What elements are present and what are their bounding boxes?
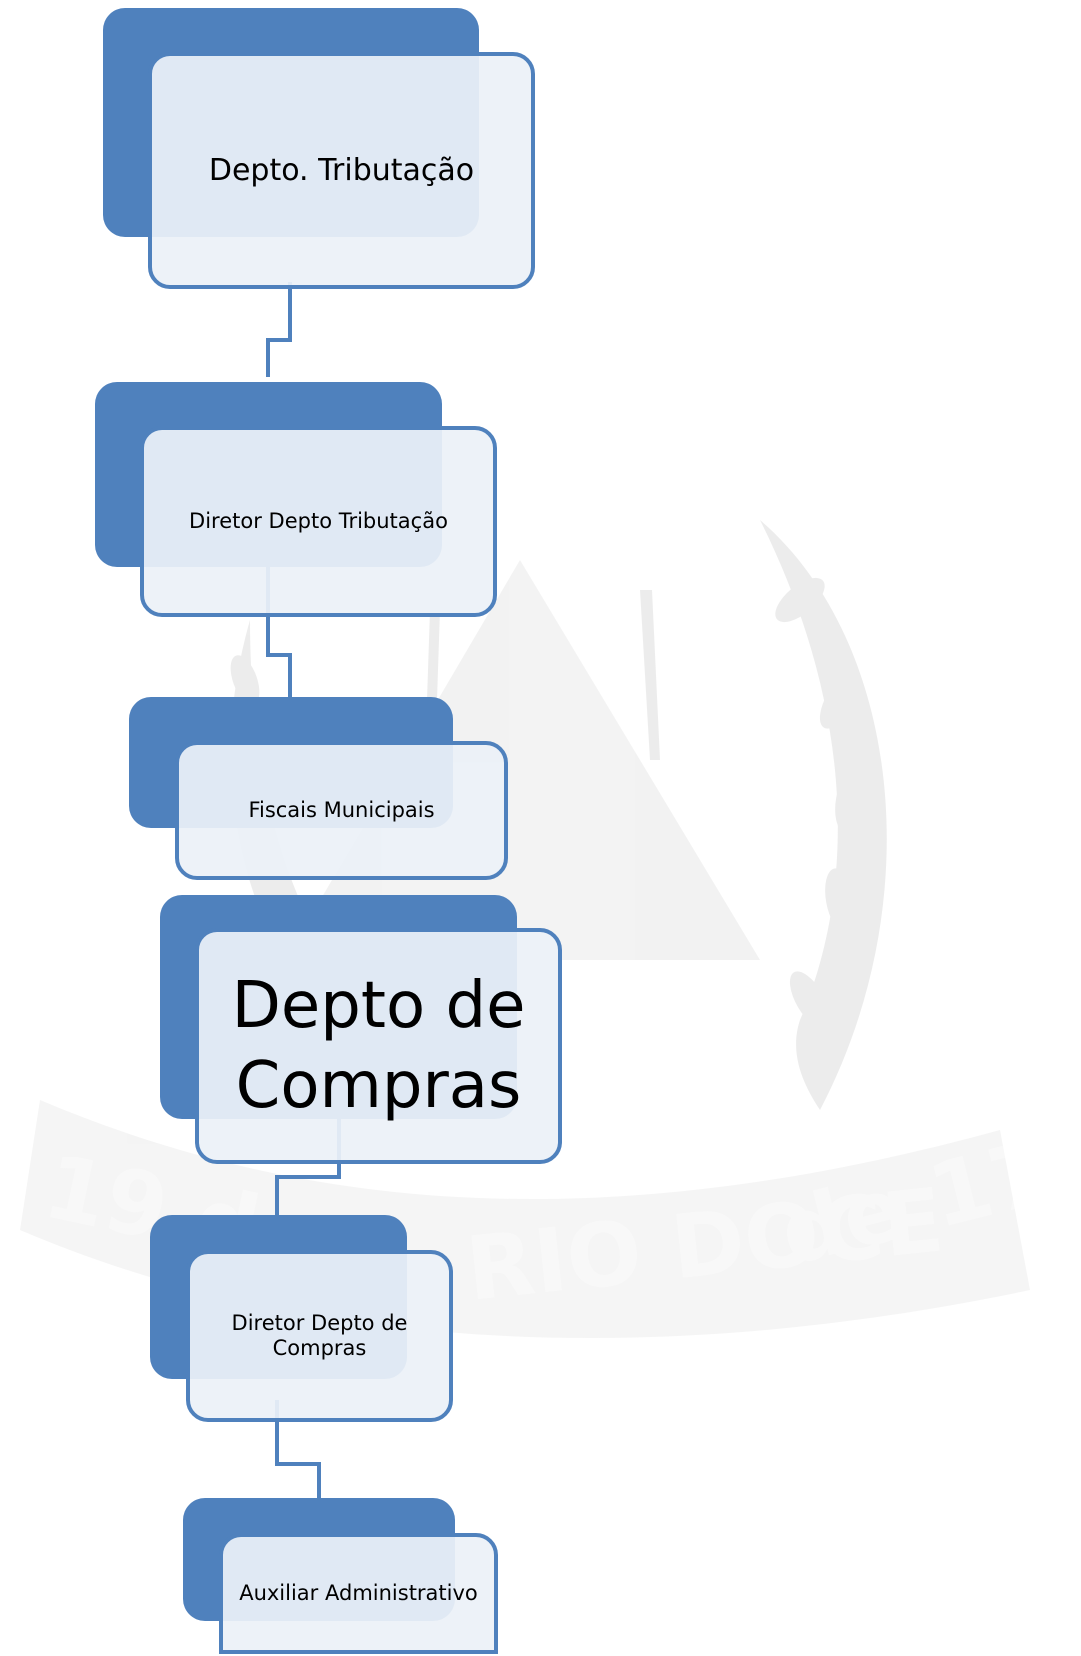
connector-1 [266,282,292,377]
node-auxiliar-administrativo-box: Auxiliar Administrativo [219,1533,498,1654]
node-diretor-depto-tributacao-box: Diretor Depto Tributação [140,426,497,617]
node-auxiliar-administrativo-label: Auxiliar Administrativo [239,1580,478,1605]
node-depto-de-compras-label: Depto de Compras [231,969,526,1123]
node-depto-tributacao-box: Depto. Tributação [148,52,535,289]
node-fiscais-municipais-box: Fiscais Municipais [175,741,508,880]
node-diretor-depto-tributacao-label: Diretor Depto Tributação [189,508,448,533]
node-depto-tributacao-label: Depto. Tributação [208,152,475,188]
node-diretor-depto-de-compras-box: Diretor Depto de Compras [186,1250,453,1422]
connector-4 [275,1400,321,1498]
node-depto-de-compras-box: Depto de Compras [195,928,562,1164]
node-fiscais-municipais-label: Fiscais Municipais [248,797,435,822]
node-diretor-depto-de-compras-label: Diretor Depto de Compras [231,1310,408,1360]
